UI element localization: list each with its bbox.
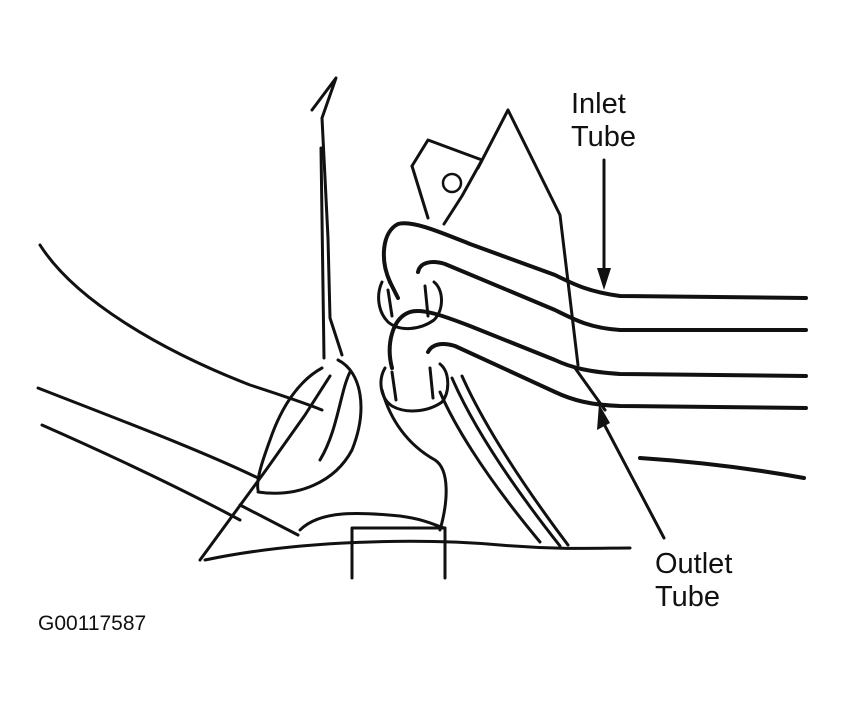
outlet-label-line-1: Outlet [655,548,733,580]
mounting-base [203,388,632,580]
inlet-arrow [597,158,611,290]
inlet-tube [381,221,808,332]
left-housing [36,76,363,562]
outlet-label-line-2: Tube [655,581,721,613]
figure-id: G00117587 [38,612,147,635]
inlet-tube-label: Inlet Tube [571,88,636,154]
inlet-label-line-2: Tube [571,121,637,153]
outlet-tube-label: Outlet Tube [655,548,732,614]
inlet-label-line-1: Inlet [571,88,626,120]
lower-tube [438,374,570,548]
outlet-arrow [597,404,666,540]
outlet-tube [387,309,808,410]
bracket [410,108,580,367]
